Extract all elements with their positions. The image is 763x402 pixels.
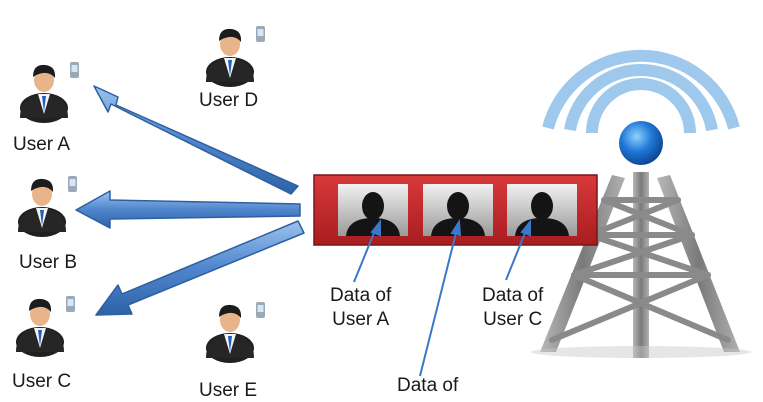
broadcast-arrows	[75, 85, 305, 316]
arrow-to-user-a	[93, 85, 299, 195]
user-icon	[206, 26, 265, 87]
user-label-a: User A	[13, 134, 71, 155]
user-label-d: User D	[199, 90, 259, 111]
caption-user-c: Data of User C	[482, 284, 543, 332]
caption-user-c-line1: Data of	[482, 285, 544, 306]
caption-user-a: Data of User A	[330, 284, 391, 332]
user-icon	[20, 62, 79, 123]
user-label-b: User B	[19, 252, 78, 273]
caption-user-a-line2: User A	[332, 309, 390, 330]
user-icon	[16, 296, 75, 357]
arrow-to-user-c	[95, 220, 305, 316]
arrow-to-user-b	[75, 190, 301, 229]
user-icon	[18, 176, 77, 237]
caption-user-b-line1: Data of	[397, 375, 459, 396]
cell-tower-icon	[531, 121, 751, 358]
signal-waves-icon	[542, 49, 740, 134]
caption-pointers	[353, 218, 531, 377]
user-label-e: User E	[199, 380, 258, 401]
user-icon	[206, 302, 265, 363]
data-silhouette-icon	[507, 184, 577, 236]
data-silhouette-icon	[338, 184, 408, 236]
user-label-c: User C	[12, 371, 72, 392]
caption-user-c-line2: User C	[483, 309, 543, 330]
caption-user-a-line1: Data of	[330, 285, 392, 306]
caption-user-b: Data of	[397, 374, 458, 398]
